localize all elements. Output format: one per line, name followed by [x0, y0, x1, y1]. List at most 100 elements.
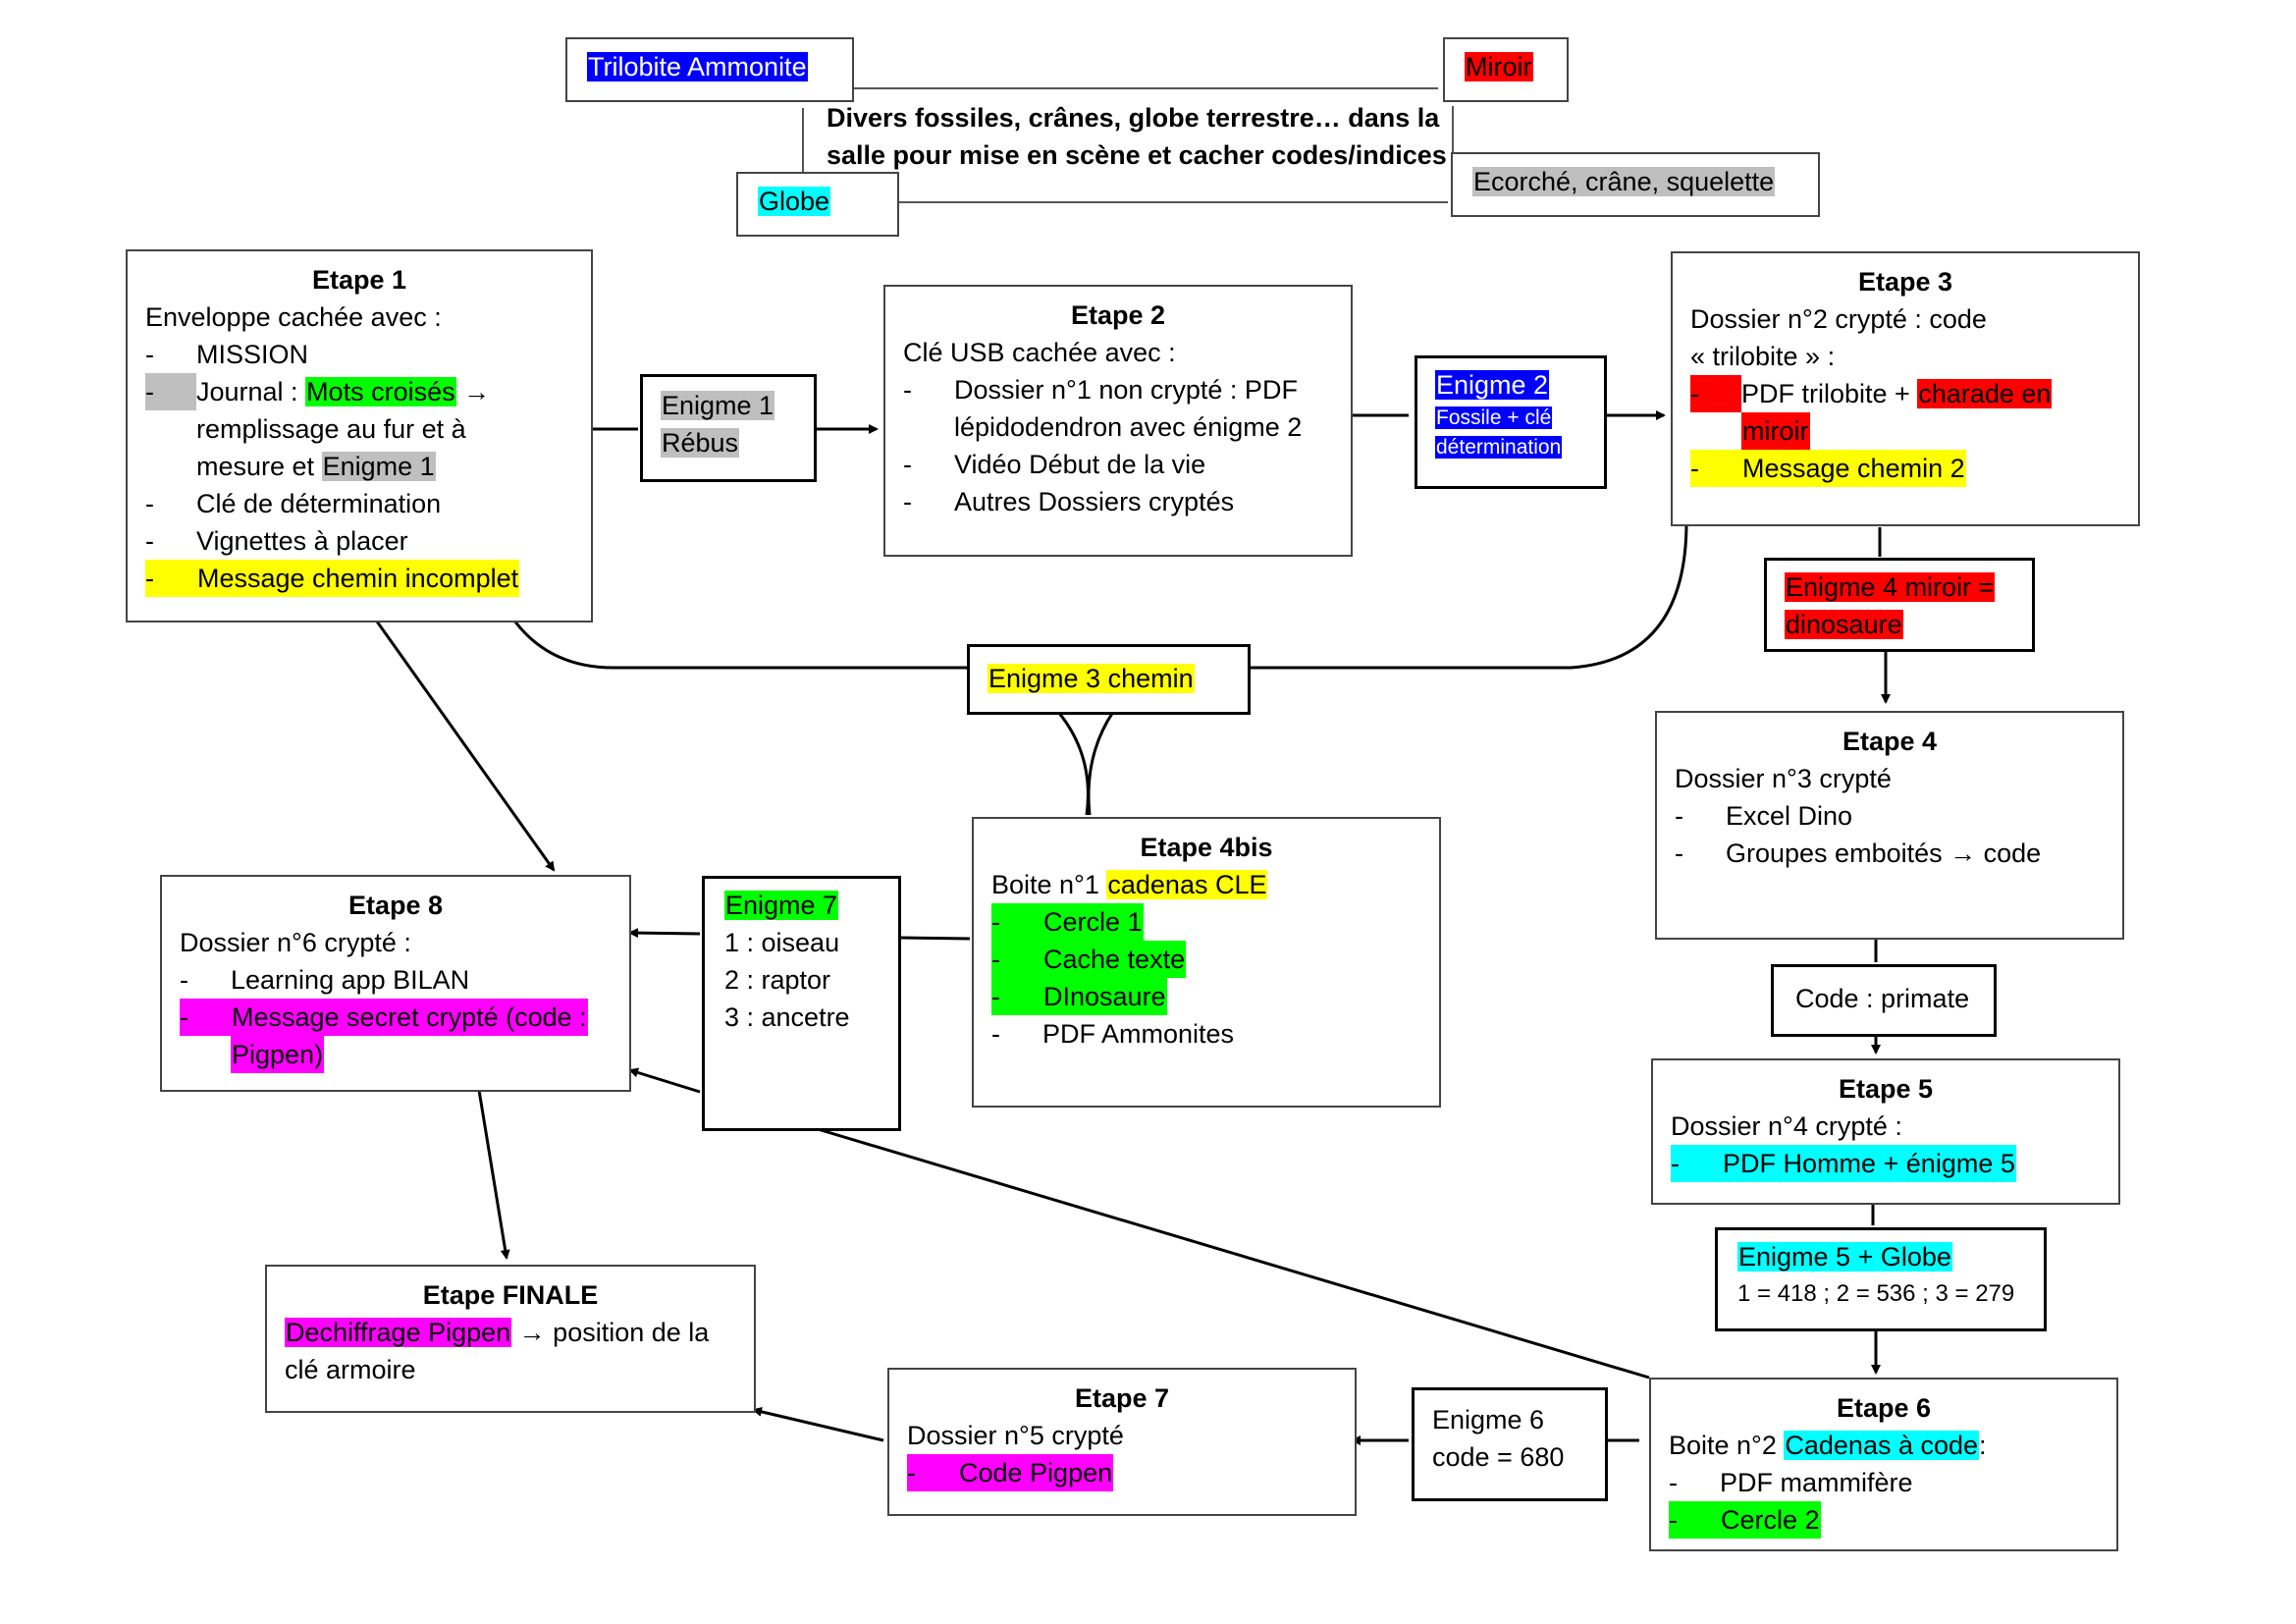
etape8-item2: -Message secret crypté (code : — [180, 999, 612, 1036]
etape2-item1: -Dossier n°1 non crypté : PDF — [903, 375, 1298, 405]
line-etape6-long — [817, 1127, 1650, 1380]
etape3-item1: -PDF trilobite + charade en — [1690, 375, 2120, 412]
enigme7-line2: 2 : raptor — [724, 965, 831, 995]
enigme3-box: Enigme 3 chemin — [967, 644, 1251, 715]
etape6-box: Etape 6 Boite n°2 Cadenas à code: -PDF m… — [1649, 1378, 2118, 1551]
enigme1-line2: Rébus — [661, 428, 740, 458]
enigme2-line1: Enigme 2 — [1435, 370, 1550, 400]
etape-finale-line2: clé armoire — [285, 1355, 416, 1384]
etape4-item2: -Groupes emboités → code — [1675, 839, 2042, 868]
etape3-title: Etape 3 — [1857, 267, 1953, 297]
enigme6-box: Enigme 6 code = 680 — [1412, 1387, 1608, 1501]
etape2-box: Etape 2 Clé USB cachée avec : -Dossier n… — [883, 285, 1353, 557]
enigme7-box: Enigme 7 1 : oiseau 2 : raptor 3 : ancet… — [702, 876, 901, 1131]
code-primate-label: Code : primate — [1795, 984, 1970, 1013]
etape4bis-box: Etape 4bis Boite n°1 cadenas CLE -Cercle… — [972, 817, 1441, 1108]
label-trilobite-ammonite: Trilobite Ammonite — [565, 37, 854, 102]
etape4bis-title: Etape 4bis — [1140, 833, 1273, 862]
etape5-box: Etape 5 Dossier n°4 crypté : -PDF Homme … — [1651, 1058, 2120, 1205]
etape1-intro: Enveloppe cachée avec : — [145, 302, 442, 332]
enigme3-label: Enigme 3 chemin — [988, 664, 1195, 693]
etape4-title: Etape 4 — [1842, 727, 1938, 756]
enigme7-line3: 3 : ancetre — [724, 1002, 850, 1032]
enigme7-line1: 1 : oiseau — [724, 928, 840, 957]
etape5-item1: -PDF Homme + énigme 5 — [1671, 1145, 2101, 1182]
top-note: Divers fossiles, crânes, globe terrestre… — [827, 99, 1447, 174]
curve-enigme3-etape3 — [1247, 521, 1688, 670]
etape4bis-intro: Boite n°1 cadenas CLE — [991, 870, 1268, 899]
arrow-etape7-finale — [752, 1406, 884, 1442]
etape6-item1: -PDF mammifère — [1669, 1468, 1913, 1497]
etape4bis-item4: -PDF Ammonites — [991, 1019, 1235, 1049]
arrow-enigme7-etape8-lower — [628, 1067, 701, 1094]
etape3-box: Etape 3 Dossier n°2 crypté : code « tril… — [1671, 251, 2140, 526]
enigme4-line2: dinosaure — [1785, 610, 1903, 639]
enigme2-line2: Fossile + clé — [1435, 406, 1553, 429]
etape6-intro: Boite n°2 Cadenas à code: — [1669, 1431, 1987, 1460]
arrow-etape1-etape8 — [353, 590, 556, 872]
etape4bis-item1: -Cercle 1 — [991, 903, 1421, 941]
line-etape4bis-enigme7 — [898, 936, 971, 941]
curve-etape1-enigme3 — [512, 620, 967, 670]
etape8-intro: Dossier n°6 crypté : — [180, 928, 411, 957]
etape-finale-box: Etape FINALE Dechiffrage Pigpen → positi… — [265, 1265, 756, 1413]
enigme4-box: Enigme 4 miroir = dinosaure — [1764, 558, 2035, 652]
etape7-item1: -Code Pigpen — [907, 1454, 1337, 1491]
etape3-item2: -Message chemin 2 — [1690, 450, 2120, 487]
etape-finale-line1: Dechiffrage Pigpen → position de la — [285, 1318, 710, 1347]
enigme2-line3: détermination — [1435, 436, 1563, 459]
label-trilobite-text: Trilobite Ammonite — [587, 52, 808, 81]
label-ecorche: Ecorché, crâne, squelette — [1451, 152, 1820, 217]
etape3-intro1: Dossier n°2 crypté : code — [1690, 304, 1987, 334]
etape-finale-title: Etape FINALE — [422, 1280, 599, 1310]
label-globe: Globe — [736, 172, 899, 237]
code-primate-box: Code : primate — [1771, 964, 1997, 1037]
etape8-box: Etape 8 Dossier n°6 crypté : -Learning a… — [160, 875, 631, 1092]
etape4bis-item3: -DInosaure — [991, 978, 1421, 1015]
etape2-intro: Clé USB cachée avec : — [903, 338, 1176, 367]
etape2-item3: -Autres Dossiers cryptés — [903, 487, 1235, 516]
etape2-title: Etape 2 — [1070, 300, 1166, 330]
arrow-enigme7-etape8 — [628, 928, 701, 939]
enigme5-line2: 1 = 418 ; 2 = 536 ; 3 = 279 — [1737, 1280, 2015, 1307]
enigme6-line2: code = 680 — [1432, 1442, 1565, 1472]
etape1-item5: -Message chemin incomplet — [145, 560, 573, 597]
label-miroir: Miroir — [1443, 37, 1569, 102]
etape1-title: Etape 1 — [311, 265, 407, 295]
curve-enigme3-4bis-right — [1087, 711, 1115, 816]
etape1-item4: -Vignettes à placer — [145, 526, 408, 556]
etape6-title: Etape 6 — [1836, 1393, 1932, 1423]
etape1-box: Etape 1 Enveloppe cachée avec : -MISSION… — [126, 249, 593, 623]
etape3-intro2: « trilobite » : — [1690, 342, 1836, 371]
label-miroir-text: Miroir — [1465, 52, 1533, 81]
etape7-title: Etape 7 — [1074, 1383, 1170, 1413]
arrow-etape8-finale — [474, 1071, 510, 1260]
etape4-item1: -Excel Dino — [1675, 801, 1853, 831]
etape1-item1: -MISSION — [145, 340, 309, 369]
enigme2-box: Enigme 2 Fossile + clé détermination — [1415, 355, 1607, 489]
etape1-item2: -Journal : Mots croisés → — [145, 373, 573, 410]
etape1-item3: -Clé de détermination — [145, 489, 442, 518]
etape4-intro: Dossier n°3 crypté — [1675, 764, 1892, 793]
etape7-intro: Dossier n°5 crypté — [907, 1421, 1124, 1450]
top-note-line1: Divers fossiles, crânes, globe terrestre… — [827, 103, 1440, 133]
curve-enigme3-4bis-left — [1056, 711, 1090, 816]
etape4-box: Etape 4 Dossier n°3 crypté -Excel Dino -… — [1655, 711, 2124, 940]
etape6-item2: -Cercle 2 — [1669, 1501, 2099, 1539]
etape2-item2: -Vidéo Début de la vie — [903, 450, 1206, 479]
enigme7-title: Enigme 7 — [724, 891, 839, 920]
enigme4-line1: Enigme 4 miroir = — [1785, 572, 1996, 602]
enigme6-line1: Enigme 6 — [1432, 1405, 1545, 1435]
etape4bis-item2: -Cache texte — [991, 941, 1421, 978]
etape8-item1: -Learning app BILAN — [180, 965, 470, 995]
enigme1-box: Enigme 1 Rébus — [640, 374, 817, 482]
label-globe-text: Globe — [758, 187, 831, 216]
etape5-intro: Dossier n°4 crypté : — [1671, 1111, 1902, 1141]
enigme5-line1: Enigme 5 + Globe — [1737, 1242, 1952, 1272]
etape5-title: Etape 5 — [1838, 1074, 1934, 1104]
etape7-box: Etape 7 Dossier n°5 crypté -Code Pigpen — [887, 1368, 1357, 1516]
etape8-title: Etape 8 — [347, 891, 444, 920]
enigme1-line1: Enigme 1 — [661, 391, 775, 420]
top-note-line2: salle pour mise en scène et cacher codes… — [827, 140, 1447, 170]
